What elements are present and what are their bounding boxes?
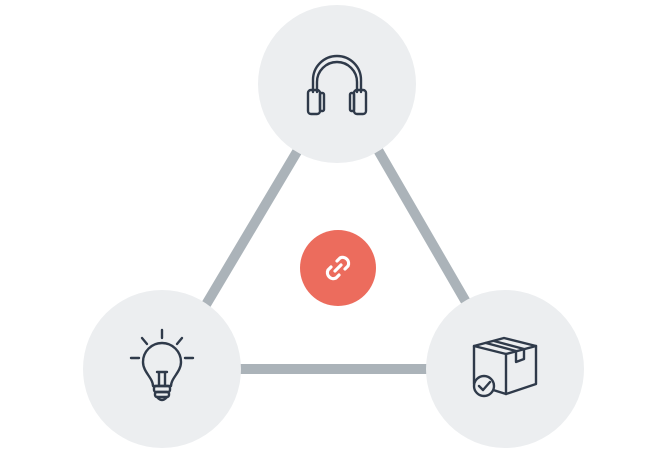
- headphones-icon: [306, 54, 368, 116]
- edge-top-to-bottom-left: [199, 147, 303, 311]
- edge-top-to-bottom-right: [373, 147, 471, 305]
- node-package: [426, 290, 584, 448]
- hub-link: [300, 230, 376, 306]
- node-headphones: [258, 5, 416, 163]
- link-icon: [325, 255, 351, 281]
- lightbulb-icon: [129, 328, 195, 402]
- package-check-icon: [472, 336, 538, 398]
- node-lightbulb: [83, 290, 241, 448]
